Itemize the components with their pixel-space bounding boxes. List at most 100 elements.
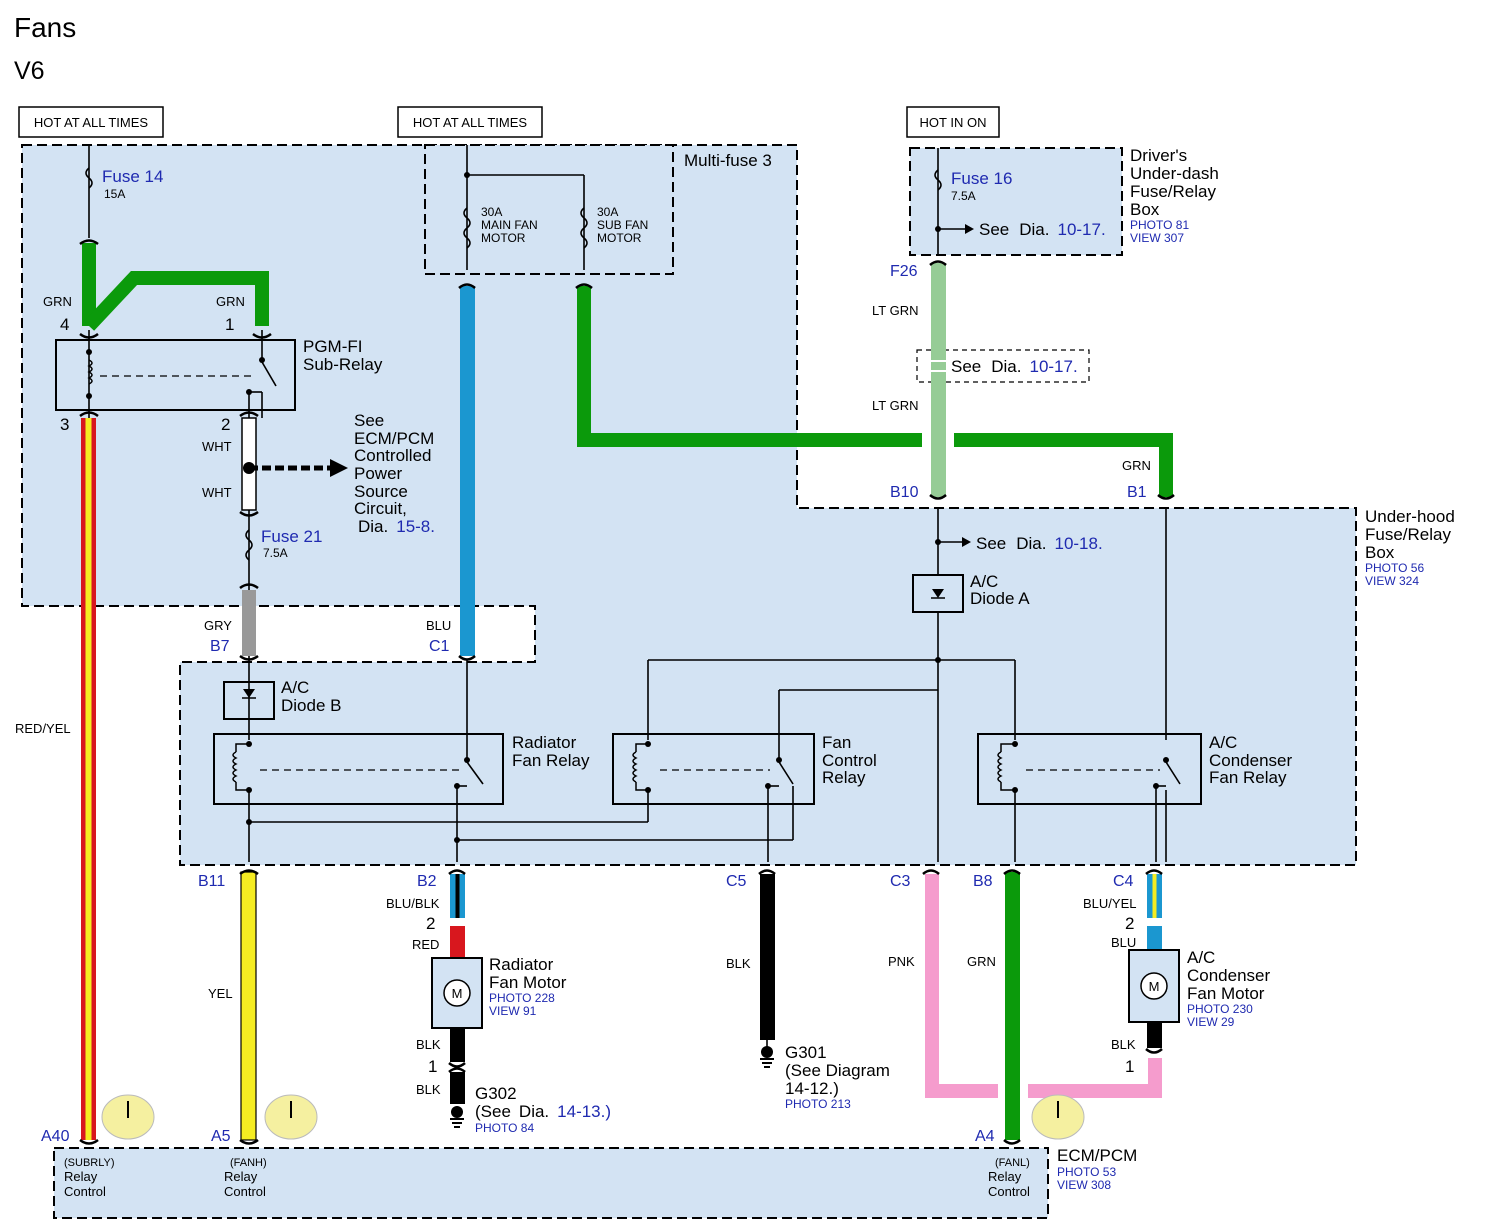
ecm-fanh-line1: Relay	[224, 1169, 258, 1184]
multifuse-label: Multi-fuse 3	[684, 151, 772, 170]
page-subtitle: V6	[14, 57, 45, 85]
svg-text:BLU: BLU	[426, 618, 451, 633]
condenser-motor-line1: A/C	[1187, 948, 1215, 967]
svg-text:A4: A4	[975, 1128, 995, 1145]
svg-text:BLU: BLU	[1111, 935, 1136, 950]
junction-dots	[86, 172, 1169, 843]
svg-text:BLU/BLK: BLU/BLK	[386, 896, 440, 911]
svg-text:BLU/YEL: BLU/YEL	[1083, 896, 1136, 911]
condenser-motor-line3: Fan Motor	[1187, 984, 1265, 1003]
svg-text:M: M	[1149, 979, 1160, 994]
drivers-box-photo: PHOTO 81	[1130, 218, 1189, 232]
fuse-21-symbol	[245, 529, 253, 561]
wire-grn-b8	[1005, 872, 1020, 1140]
svg-text:4: 4	[60, 315, 69, 334]
ecm-fanl-line2: Control	[988, 1184, 1030, 1199]
ecm-subrly-signal: (SUBRLY)	[64, 1157, 115, 1169]
svg-text:GRN: GRN	[216, 294, 245, 309]
svg-text:WHT: WHT	[202, 485, 232, 500]
wire-blk-c5	[760, 874, 775, 1040]
sub-fan-fuse-line1: SUB FAN	[597, 218, 648, 232]
ecm-view: VIEW 308	[1057, 1178, 1111, 1192]
fuse-16-rating: 7.5A	[951, 189, 976, 203]
condenser-motor-line2: Condenser	[1187, 966, 1271, 985]
svg-text:3: 3	[60, 415, 69, 434]
diode-b-line2: Diode B	[281, 696, 341, 715]
ground-g302-symbol	[450, 1106, 464, 1128]
fuse-21-label: Fuse 21	[261, 527, 322, 546]
svg-text:HOT IN ON: HOT IN ON	[920, 115, 987, 130]
sub-fan-fuse-rating: 30A	[597, 205, 618, 219]
ecm-subrly-line2: Control	[64, 1184, 106, 1199]
pgm-fi-sub-relay	[55, 339, 296, 411]
condenser-relay-line1: A/C	[1209, 733, 1237, 752]
underhood-box-line3: Box	[1365, 543, 1395, 562]
wire-grn-pin1	[83, 271, 269, 331]
radiator-fan-relay	[213, 733, 504, 805]
svg-text:HOT AT ALL TIMES: HOT AT ALL TIMES	[34, 115, 148, 130]
underhood-box-view: VIEW 324	[1365, 574, 1419, 588]
svg-text:YEL: YEL	[208, 986, 233, 1001]
condenser-relay-line2: Condenser	[1209, 751, 1293, 770]
drivers-box-line4: Box	[1130, 200, 1160, 219]
svg-text:B11: B11	[198, 873, 225, 890]
radiator-relay-line2: Fan Relay	[512, 751, 590, 770]
pin-labels: 4 1 3 2 F26 B10 B1 B7 C1 B11 B2 C5 C3 B8…	[41, 263, 1147, 1145]
radiator-motor-view: VIEW 91	[489, 1004, 537, 1018]
svg-text:GRY: GRY	[204, 618, 232, 633]
diode-a	[912, 574, 964, 613]
g302-photo: PHOTO 84	[475, 1121, 534, 1135]
svg-text:C5: C5	[726, 873, 747, 890]
svg-text:LT GRN: LT GRN	[872, 398, 918, 413]
radiator-motor-line1: Radiator	[489, 955, 554, 974]
main-fan-fuse-symbol	[463, 207, 471, 249]
svg-text:B2: B2	[417, 873, 437, 890]
svg-text:B8: B8	[973, 873, 993, 890]
fuse-14-rating: 15A	[104, 187, 125, 201]
svg-text:PNK: PNK	[888, 954, 915, 969]
drivers-fuse-box	[909, 147, 1123, 256]
svg-text:HOT AT ALL TIMES: HOT AT ALL TIMES	[413, 115, 527, 130]
pgm-relay-line2: Sub-Relay	[303, 355, 383, 374]
ecm-note-dia: Dia.15-8.	[358, 517, 435, 536]
ground-g301-symbol	[760, 1046, 774, 1068]
svg-text:B1: B1	[1127, 484, 1147, 501]
svg-text:RED/YEL: RED/YEL	[15, 721, 71, 736]
ecm-note-line3: Controlled	[354, 446, 432, 465]
hot-label-right: HOT IN ON	[906, 106, 1000, 138]
diode-b	[223, 681, 275, 720]
wire-yel	[240, 871, 257, 1141]
svg-text:M: M	[452, 986, 463, 1001]
wire-red	[450, 926, 465, 958]
svg-text:GRN: GRN	[967, 954, 996, 969]
fuse-16-symbol	[934, 169, 942, 191]
svg-text:A40: A40	[41, 1128, 70, 1145]
ecm-subrly-line1: Relay	[64, 1169, 98, 1184]
svg-text:BLK: BLK	[416, 1082, 441, 1097]
radiator-motor-line2: Fan Motor	[489, 973, 567, 992]
underhood-fuse-box	[21, 144, 1357, 866]
svg-text:LT GRN: LT GRN	[872, 303, 918, 318]
radiator-fan-motor: M	[431, 957, 483, 1029]
condenser-relay-line3: Fan Relay	[1209, 768, 1287, 787]
svg-text:BLK: BLK	[1111, 1037, 1136, 1052]
underhood-box-photo: PHOTO 56	[1365, 561, 1424, 575]
ac-condenser-fan-relay	[977, 733, 1202, 805]
svg-text:F26: F26	[890, 263, 918, 280]
main-fan-fuse-line1: MAIN FAN	[481, 218, 538, 232]
hot-label-middle: HOT AT ALL TIMES	[397, 106, 543, 138]
svg-text:C4: C4	[1113, 873, 1134, 890]
g301-photo: PHOTO 213	[785, 1097, 851, 1111]
main-fan-fuse-line2: MOTOR	[481, 231, 526, 245]
ecm-input-markers	[101, 1094, 1085, 1140]
wire-blu	[460, 286, 475, 656]
ecm-pcm-box	[53, 1147, 1049, 1219]
control-relay-line3: Relay	[822, 768, 866, 787]
underhood-box-line1: Under-hood	[1365, 507, 1455, 526]
drivers-box-line1: Driver's	[1130, 146, 1187, 165]
underhood-box-line2: Fuse/Relay	[1365, 525, 1451, 544]
connector-caps	[79, 239, 1175, 1145]
ecm-fanl-line1: Relay	[988, 1169, 1022, 1184]
